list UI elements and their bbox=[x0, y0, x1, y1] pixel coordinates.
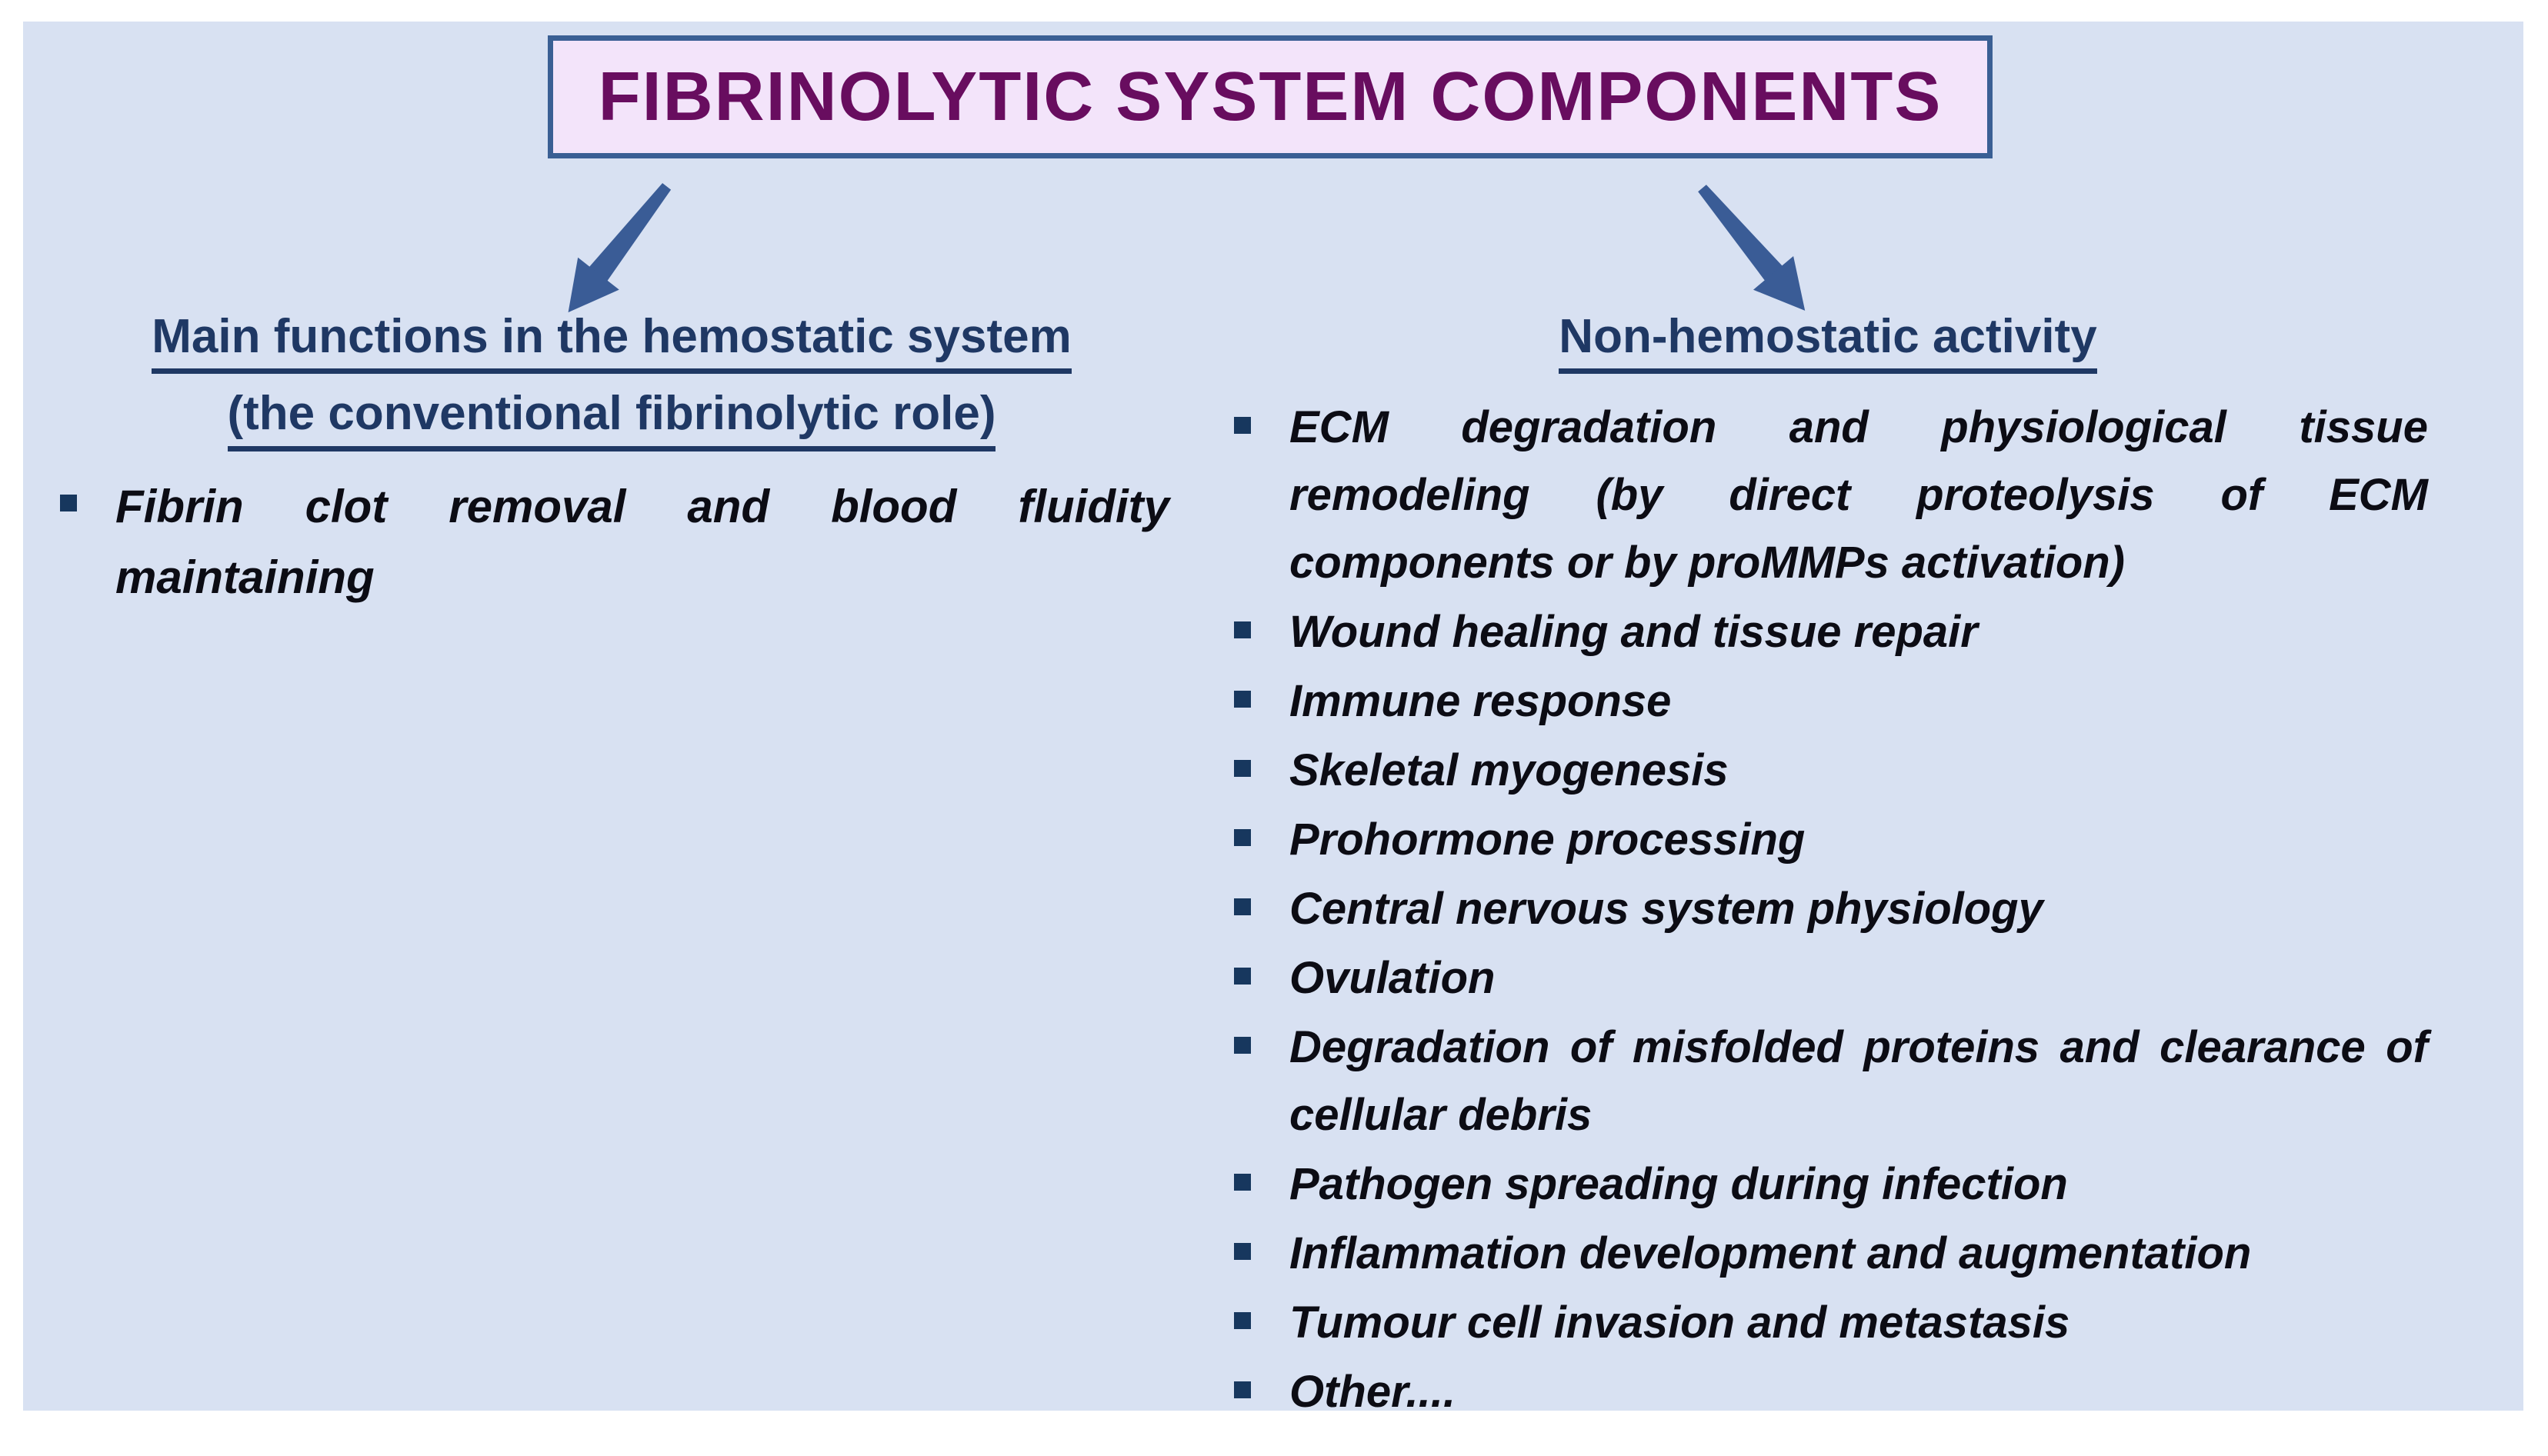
bullet-text: Degradation of misfolded proteins and cl… bbox=[1289, 1022, 2428, 1141]
list-item: Skeletal myogenesis bbox=[1228, 737, 2428, 805]
list-item: Pathogen spreading during infection bbox=[1228, 1151, 2428, 1218]
square-bullet-icon bbox=[1234, 1037, 1251, 1055]
square-bullet-icon bbox=[1234, 1312, 1251, 1330]
square-bullet-icon bbox=[1234, 1174, 1251, 1191]
right-heading: Non-hemostatic activity bbox=[1228, 309, 2428, 375]
bullet-text: ECM degradation and physiological tissue… bbox=[1289, 402, 2428, 588]
right-bullet-list: ECM degradation and physiological tissue… bbox=[1228, 394, 2428, 1426]
square-bullet-icon bbox=[1234, 417, 1251, 435]
left-heading-line-1: Main functions in the hemostatic system bbox=[54, 309, 1169, 375]
list-item: Central nervous system physiology bbox=[1228, 875, 2428, 943]
left-bullet-list: Fibrin clot removal and blood fluidity m… bbox=[54, 471, 1169, 613]
bullet-text: Fibrin clot removal and blood fluidity m… bbox=[115, 480, 1169, 603]
left-heading-text-2: (the conventional fibrinolytic role) bbox=[227, 386, 996, 451]
bullet-text: Prohormone processing bbox=[1289, 815, 1806, 865]
list-item: Ovulation bbox=[1228, 945, 2428, 1012]
background-panel bbox=[23, 22, 2523, 1411]
bullet-text: Inflammation development and augmentatio… bbox=[1289, 1228, 2252, 1279]
square-bullet-icon bbox=[1234, 829, 1251, 847]
list-item: ECM degradation and physiological tissue… bbox=[1228, 394, 2428, 597]
arrow-down-left-icon bbox=[543, 168, 691, 333]
right-heading-text: Non-hemostatic activity bbox=[1559, 309, 2097, 375]
bullet-text: Pathogen spreading during infection bbox=[1289, 1159, 2068, 1210]
page-title: FIBRINOLYTIC SYSTEM COMPONENTS bbox=[598, 58, 1943, 135]
square-bullet-icon bbox=[1234, 1243, 1251, 1261]
list-item: Other.... bbox=[1228, 1358, 2428, 1426]
bullet-text: Ovulation bbox=[1289, 953, 1496, 1004]
list-item: Tumour cell invasion and metastasis bbox=[1228, 1289, 2428, 1357]
left-heading-text-1: Main functions in the hemostatic system bbox=[152, 309, 1072, 375]
list-item: Fibrin clot removal and blood fluidity m… bbox=[54, 471, 1169, 613]
left-heading-line-2: (the conventional fibrinolytic role) bbox=[54, 386, 1169, 451]
bullet-text: Skeletal myogenesis bbox=[1289, 745, 1729, 796]
title-box: FIBRINOLYTIC SYSTEM COMPONENTS bbox=[548, 35, 1993, 158]
bullet-text: Immune response bbox=[1289, 676, 1672, 727]
left-heading: Main functions in the hemostatic system … bbox=[54, 309, 1169, 451]
list-item: Inflammation development and augmentatio… bbox=[1228, 1220, 2428, 1288]
bullet-text: Other.... bbox=[1289, 1367, 1456, 1418]
square-bullet-icon bbox=[1234, 760, 1251, 778]
square-bullet-icon bbox=[60, 494, 77, 511]
list-item: Wound healing and tissue repair bbox=[1228, 598, 2428, 666]
bullet-text: Central nervous system physiology bbox=[1289, 884, 2043, 935]
list-item: Degradation of misfolded proteins and cl… bbox=[1228, 1014, 2428, 1149]
left-column: Main functions in the hemostatic system … bbox=[54, 309, 1169, 615]
square-bullet-icon bbox=[1234, 968, 1251, 985]
right-column: Non-hemostatic activity ECM degradation … bbox=[1228, 309, 2428, 1428]
list-item: Immune response bbox=[1228, 668, 2428, 735]
square-bullet-icon bbox=[1234, 1381, 1251, 1399]
bullet-text: Wound healing and tissue repair bbox=[1289, 607, 1978, 658]
square-bullet-icon bbox=[1234, 621, 1251, 639]
bullet-text: Tumour cell invasion and metastasis bbox=[1289, 1298, 2070, 1348]
arrow-down-right-icon bbox=[1679, 168, 1829, 332]
square-bullet-icon bbox=[1234, 691, 1251, 708]
square-bullet-icon bbox=[1234, 898, 1251, 916]
list-item: Prohormone processing bbox=[1228, 806, 2428, 874]
